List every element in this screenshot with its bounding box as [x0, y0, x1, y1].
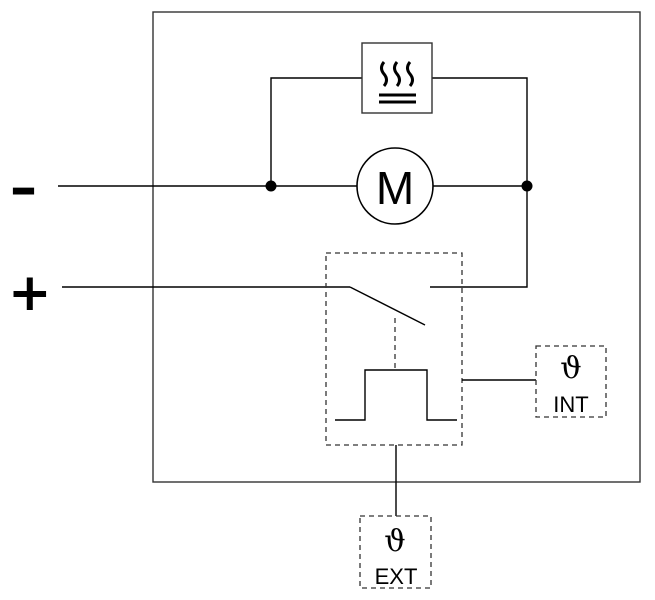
- switch-blade: [349, 286, 426, 326]
- wire-right-node-to-switch: [430, 186, 528, 288]
- motor: M: [356, 147, 434, 225]
- junction-right: [521, 180, 533, 192]
- junction-left: [265, 180, 277, 192]
- negative-terminal-label: –: [10, 156, 37, 219]
- thermostat-module-outline: [325, 252, 463, 446]
- positive-terminal-label: +: [8, 263, 52, 323]
- external-sensor: ϑ EXT: [359, 515, 432, 589]
- pulse-symbol: [335, 369, 457, 421]
- internal-sensor-box: [535, 345, 607, 418]
- external-sensor-label: EXT: [375, 564, 418, 589]
- wire-left-node-to-heater: [270, 77, 362, 186]
- wire-heater-to-right-node: [432, 77, 528, 186]
- internal-sensor: ϑ INT: [535, 345, 607, 418]
- internal-sensor-symbol: ϑ: [560, 351, 581, 386]
- motor-circle: [356, 147, 434, 225]
- motor-symbol: M: [376, 162, 414, 214]
- heater: [361, 42, 433, 114]
- internal-sensor-label: INT: [553, 392, 588, 417]
- heater-icon: [379, 61, 416, 104]
- external-sensor-symbol: ϑ: [384, 524, 405, 559]
